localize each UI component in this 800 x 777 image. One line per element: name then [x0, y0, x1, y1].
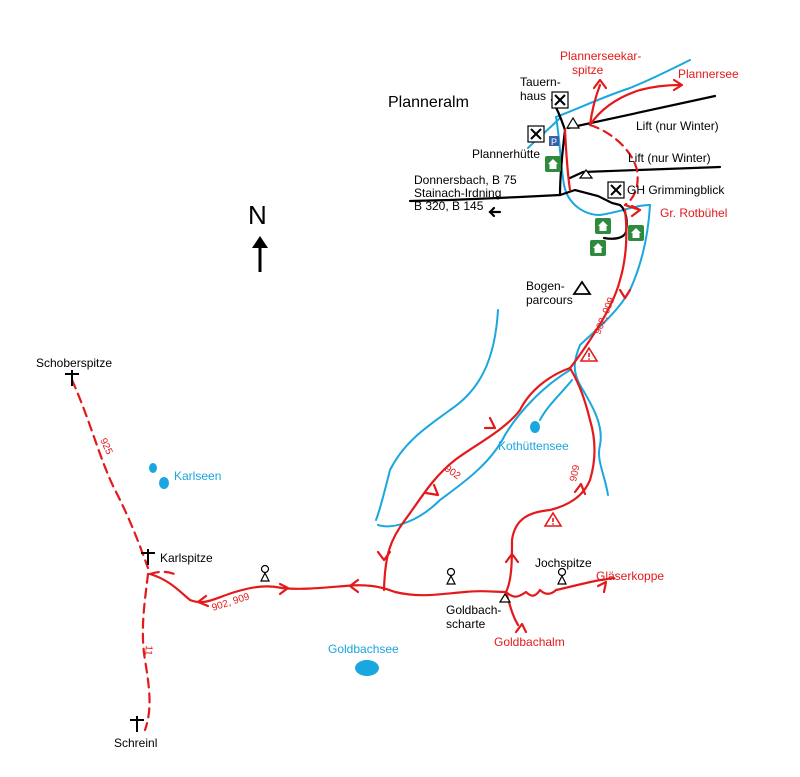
label-road-signpost: Donnersbach, B 75 Stainach-Irdning B 320…	[414, 173, 520, 213]
arrow-909-lower-up	[504, 552, 520, 564]
arrow-plannersee	[672, 78, 684, 92]
river-kothuetten-branch	[375, 309, 499, 521]
house-icon	[628, 225, 644, 241]
trail-arrows	[196, 78, 684, 634]
fork-knife-icon	[527, 125, 545, 143]
label-jochspitze: Jochspitze	[535, 556, 592, 570]
parking-icon	[549, 136, 559, 146]
triangle-icon	[498, 592, 512, 603]
warning-icon	[544, 512, 562, 527]
north-label: N	[248, 200, 267, 230]
trail-plannersee	[588, 83, 682, 127]
karlsee-1	[149, 463, 157, 473]
kothuettensee-lake	[530, 421, 540, 433]
road-exit-arrowhead	[488, 206, 496, 218]
trail-plannerseekarspitze	[588, 83, 602, 127]
fork-knife-icon	[551, 91, 569, 109]
trail-dashed-loop	[588, 123, 639, 207]
arrow-plannerseekarspitze	[592, 78, 608, 90]
trail-number-902: 902	[442, 463, 462, 482]
signpost-icon	[446, 567, 456, 585]
label-gr-rotbuehel: Gr. Rotbühel	[660, 206, 727, 220]
arrow-rotbuehel	[630, 204, 642, 218]
trail-to-glaeserkoppe	[504, 576, 616, 598]
signpost-icon	[557, 567, 567, 585]
trail-plannerhuette-link	[563, 128, 572, 192]
trail-925-dashed	[70, 378, 150, 570]
cross-icon	[140, 548, 156, 566]
river-upper-right	[555, 59, 691, 118]
triangle-icon	[578, 169, 594, 179]
arrow-glaeserkoppe	[596, 580, 608, 594]
north-arrow: N	[248, 200, 268, 272]
label-goldbachsee: Goldbachsee	[328, 642, 399, 656]
lift-lower-connector	[568, 170, 585, 180]
labels: Planneralm Plannerseekar- spitze Planner…	[36, 49, 739, 750]
label-lift-lower: Lift (nur Winter)	[628, 151, 711, 165]
label-goldbachscharte: Goldbach- scharte	[446, 603, 505, 631]
arrow-goldbachalm	[514, 622, 528, 634]
goldbachsee-lake	[355, 660, 379, 676]
parking-icon-label: P	[551, 137, 557, 147]
cross-icon	[64, 369, 80, 387]
trail-902	[382, 366, 572, 592]
triangle-icon	[565, 116, 581, 129]
trails	[70, 83, 682, 732]
triangle-icon	[572, 280, 592, 295]
arrow-ridge-left	[196, 594, 210, 608]
arrow-902-mid	[424, 483, 440, 497]
river-lower-left-branch	[377, 369, 571, 528]
label-kothuettensee: Kothüttensee	[498, 439, 569, 453]
label-lift-upper: Lift (nur Winter)	[636, 119, 719, 133]
icons: P	[64, 91, 644, 733]
label-karlspitze: Karlspitze	[160, 551, 213, 565]
signpost-icon	[260, 564, 270, 582]
label-tauernhaus: Tauern- haus	[520, 75, 564, 103]
label-karlseen: Karlseen	[174, 469, 221, 483]
trail-11-dashed	[141, 572, 151, 732]
house-icon	[545, 156, 561, 172]
label-bogenparcours: Bogen- parcours	[526, 279, 573, 307]
trail-number-909: 909	[568, 464, 582, 483]
arrow-ridge-left-2	[348, 578, 360, 594]
arrow-ridge-right	[278, 582, 290, 596]
trail-main-ridge	[148, 572, 508, 604]
karlsee-2	[159, 477, 169, 489]
label-glaeserkoppe: Gläserkoppe	[596, 569, 664, 583]
trail-number-902-909-upper: 902, 909	[593, 296, 618, 337]
label-plannersee: Plannersee	[678, 67, 739, 81]
label-goldbachalm: Goldbachalm	[494, 635, 565, 649]
road-to-plannerhuette	[558, 128, 567, 197]
fork-knife-icon	[607, 181, 625, 199]
water-network	[149, 59, 691, 676]
lift-lower-line	[581, 165, 722, 174]
trail-number-11: 11	[142, 645, 154, 657]
label-gh-grimmingblick: GH Grimmingblick	[627, 183, 725, 197]
arrow-909-up	[573, 482, 587, 496]
map-title: Planneralm	[388, 94, 469, 111]
arrow-902-down	[483, 416, 497, 430]
trail-number-902-909-lower: 902, 909	[211, 591, 252, 614]
cross-icon	[129, 715, 145, 733]
arrow-main-down	[618, 288, 632, 300]
trail-to-goldbachalm	[504, 590, 520, 627]
arrow-902-end	[376, 550, 392, 562]
house-icon	[595, 218, 611, 234]
trail-karlspitze-spur	[148, 570, 180, 578]
label-plannerhuette: Plannerhütte	[472, 147, 540, 161]
river-to-kothuettensee	[539, 379, 573, 421]
label-plannerseekarspitze: Plannerseekar- spitze	[560, 49, 645, 77]
trail-main-descent	[568, 208, 628, 370]
trail-909	[504, 366, 596, 594]
label-schreinl: Schreinl	[114, 736, 157, 750]
label-schoberspitze: Schoberspitze	[36, 356, 112, 370]
house-icon	[590, 240, 606, 256]
